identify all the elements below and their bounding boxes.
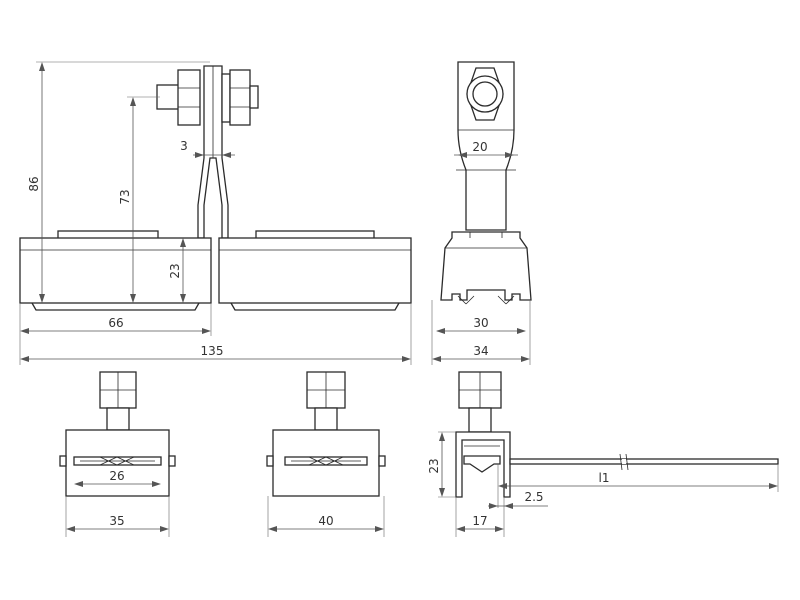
dim-23-side-label: 23 [427, 458, 441, 473]
bottom-view-c: 23 l1 2.5 17 [427, 371, 779, 537]
dim-20-label: 20 [472, 140, 487, 154]
dim-2-5-label: 2.5 [524, 490, 543, 504]
side-view: 20 30 34 [431, 61, 532, 365]
dim-17-label: 17 [472, 514, 487, 528]
dim-3-label: 3 [180, 139, 188, 153]
dim-30-label: 30 [473, 316, 488, 330]
dim-66-label: 66 [108, 316, 123, 330]
front-view: 86 73 23 3 66 135 [19, 61, 412, 365]
dim-34-label: 34 [473, 344, 488, 358]
dim-l1-label: l1 [599, 471, 610, 485]
dim-73-label: 73 [118, 189, 132, 204]
dim-23-block-label: 23 [168, 263, 182, 278]
dim-135-label: 135 [201, 344, 224, 358]
dim-26-label: 26 [109, 469, 124, 483]
bottom-view-b: 40 [266, 371, 386, 537]
dim-35-label: 35 [109, 514, 124, 528]
dim-86-label: 86 [27, 176, 41, 191]
bottom-view-a: 26 35 [59, 371, 176, 537]
dim-40-label: 40 [318, 514, 333, 528]
